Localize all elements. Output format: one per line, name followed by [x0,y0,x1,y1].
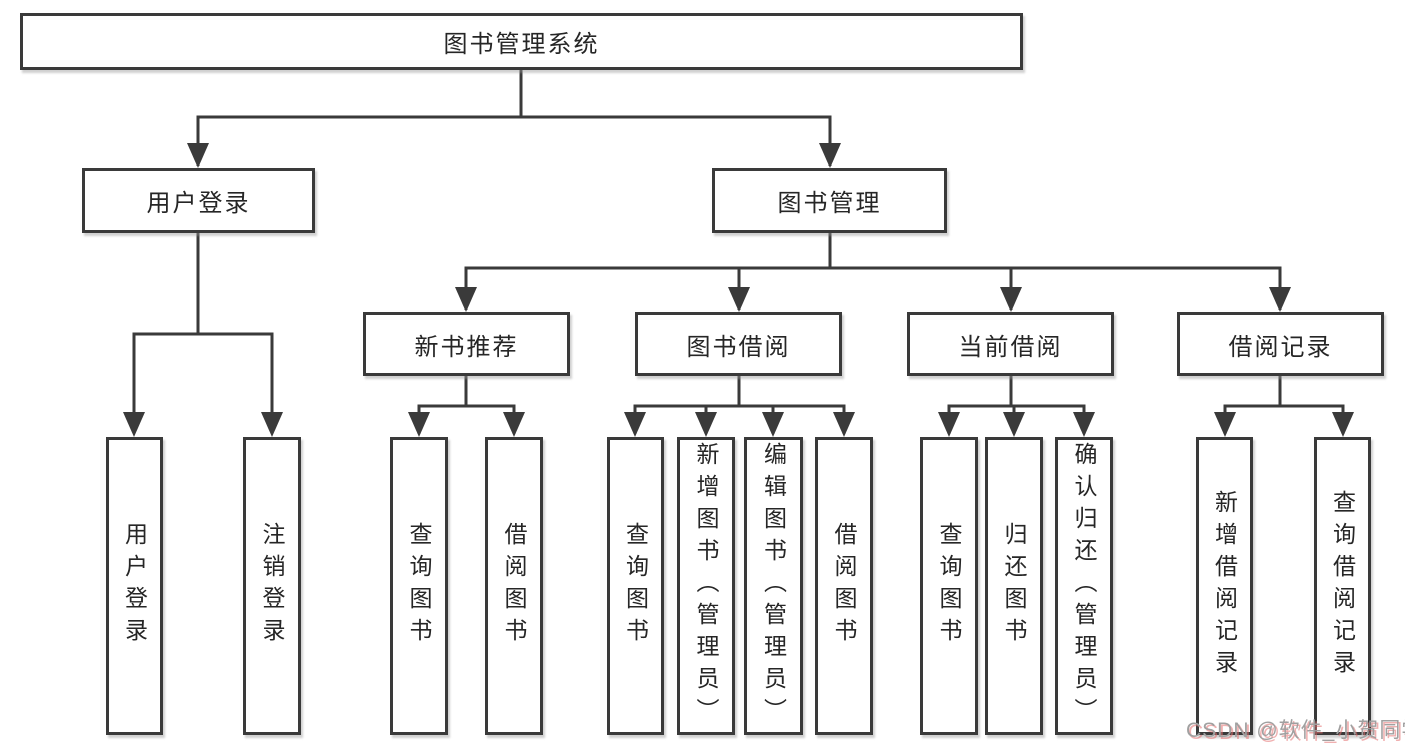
node-label: 编辑图书（管理员） [760,442,787,730]
arrowhead-icon [762,412,784,437]
node-label: 用户登录 [146,190,251,217]
arrowhead-icon [1073,412,1095,437]
arrowhead-icon [503,412,525,437]
node-user-login: 用户登录 [82,168,315,233]
leaf-user-login: 用户登录 [106,437,163,735]
tree-edges [132,70,1345,434]
arrowhead-icon [728,287,750,312]
node-label: 当前借阅 [958,333,1063,361]
node-label: 借阅记录 [1228,333,1333,361]
node-book-borrow: 图书借阅 [635,312,842,376]
leaf-borrow-borrow-book: 借阅图书 [815,437,873,735]
node-book-management: 图书管理 [712,168,947,233]
node-label: 查询图书 [406,522,432,650]
arrowheads [123,143,1354,437]
node-label: 新书推荐 [414,333,519,361]
node-current-borrow: 当前借阅 [907,312,1114,376]
leaf-current-return-book: 归还图书 [985,437,1043,735]
csdn-watermark: CSDN @软件_小贺同学 [1186,719,1405,742]
arrowhead-icon [1000,287,1022,312]
leaf-records-query-record: 查询借阅记录 [1314,437,1371,735]
arrowhead-icon [123,412,145,437]
node-label: 查询借阅记录 [1329,490,1356,682]
arrowhead-icon [1214,412,1236,437]
node-label: 新增图书（管理员） [693,442,719,730]
node-borrow-records: 借阅记录 [1177,312,1384,376]
arrowhead-icon [819,143,841,168]
edge-bookmgmt-to-level3 [464,233,1282,310]
leaf-current-query-book: 查询图书 [920,437,978,735]
leaf-borrow-query-book: 查询图书 [607,437,664,735]
node-label: 借阅图书 [831,522,857,650]
node-label: 借阅图书 [501,522,527,650]
edge-records-to-leaves [1223,376,1345,434]
edge-userlogin-to-leaves [132,233,274,433]
leaf-borrow-edit-book-admin: 编辑图书（管理员） [744,437,803,735]
arrowhead-icon [1003,412,1025,437]
arrowhead-icon [624,412,646,437]
leaf-borrow-add-book-admin: 新增图书（管理员） [677,437,735,735]
node-label: 查询图书 [936,522,962,650]
arrowhead-icon [833,412,855,437]
node-label: 归还图书 [1001,522,1027,650]
arrowhead-icon [261,412,283,437]
leaf-recommend-query-book: 查询图书 [390,437,448,735]
edge-root-to-level2 [196,70,832,166]
node-label: 用户登录 [121,522,148,650]
edge-recommend-to-leaves [417,376,516,434]
arrowhead-icon [408,412,430,437]
arrowhead-icon [187,143,209,168]
leaf-recommend-borrow-book: 借阅图书 [485,437,543,735]
leaf-user-logout: 注销登录 [243,437,301,735]
node-label: 图书借阅 [686,333,791,361]
node-new-book-recommend: 新书推荐 [363,312,570,376]
node-label: 图书管理 [777,190,882,217]
leaf-current-confirm-return-admin: 确认归还（管理员） [1055,437,1113,735]
node-label: 新增借阅记录 [1211,490,1238,682]
node-label: 注销登录 [259,522,285,650]
arrowhead-icon [695,412,717,437]
arrowhead-icon [938,412,960,437]
edge-borrow-to-leaves [633,376,846,434]
node-label: 查询图书 [622,522,649,650]
arrowhead-icon [1332,412,1354,437]
node-library-system: 图书管理系统 [20,13,1023,70]
arrowhead-icon [455,287,477,312]
leaf-records-add-record: 新增借阅记录 [1196,437,1253,735]
arrowhead-icon [1269,287,1291,312]
node-label: 图书管理系统 [443,31,600,58]
node-label: 确认归还（管理员） [1071,442,1097,730]
